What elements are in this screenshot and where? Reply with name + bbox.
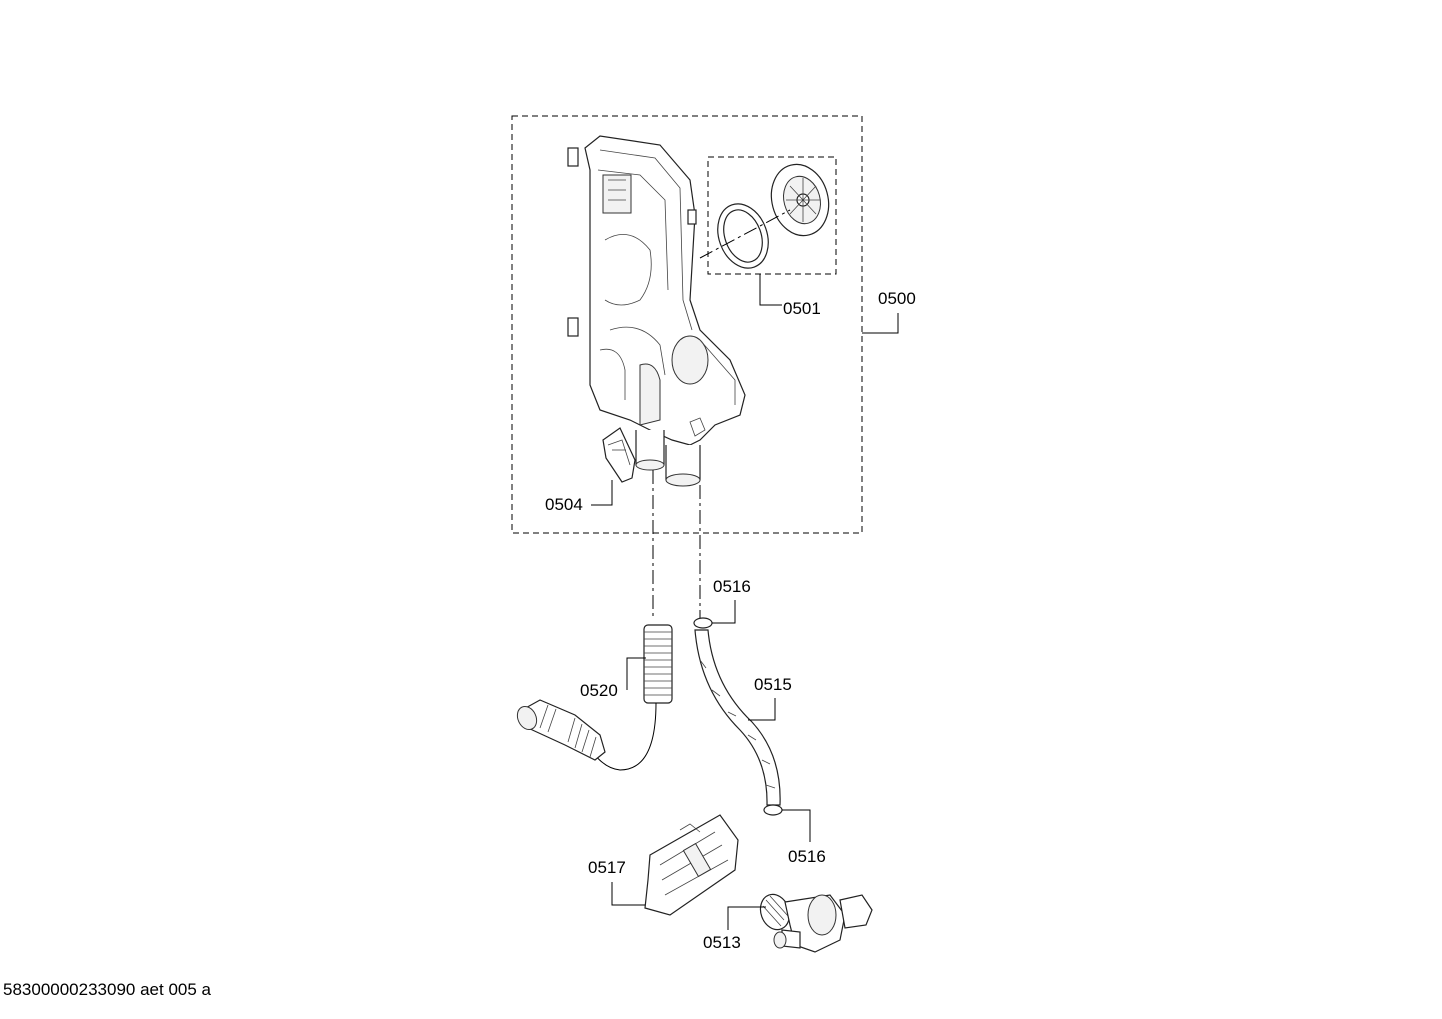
leader-0513 [727, 906, 766, 930]
part-label-0517: 0517 [588, 858, 626, 877]
part-label-0515: 0515 [754, 675, 792, 694]
part-label-0516-bottom: 0516 [788, 847, 826, 866]
assembly-group-0501-box [707, 156, 837, 275]
leader-0516-top [712, 600, 736, 624]
corrugated-hose-part [643, 624, 673, 704]
leader-0501 [759, 274, 782, 306]
drain-pump-part [759, 893, 873, 953]
diagram-footer-code: 58300000233090 aet 005 a [3, 980, 211, 999]
drain-housing-part [567, 135, 746, 487]
hose-clamp-bottom-part [763, 804, 783, 816]
leader-0520 [626, 657, 646, 690]
leader-0517 [611, 882, 645, 906]
bracket-part [602, 427, 636, 483]
pump-cover-part [770, 163, 830, 237]
part-label-0501: 0501 [783, 299, 821, 318]
part-label-0516-top: 0516 [713, 577, 751, 596]
part-label-0520: 0520 [580, 681, 618, 700]
leader-0504 [591, 480, 613, 506]
part-label-0513: 0513 [703, 933, 741, 952]
drain-hose-part [694, 629, 781, 806]
assembly-group-0500-box [511, 115, 863, 534]
assembly-axis-0501 [699, 209, 791, 259]
leader-0500 [862, 313, 899, 334]
part-label-0500: 0500 [878, 289, 916, 308]
cover-plate-part [644, 814, 739, 916]
leader-0515 [748, 698, 776, 721]
drain-connector-part [516, 699, 606, 761]
leader-0516-bottom [782, 809, 811, 842]
gasket-ring-part [717, 203, 769, 269]
part-label-0504: 0504 [545, 495, 583, 514]
hose-clamp-top-part [693, 617, 713, 629]
